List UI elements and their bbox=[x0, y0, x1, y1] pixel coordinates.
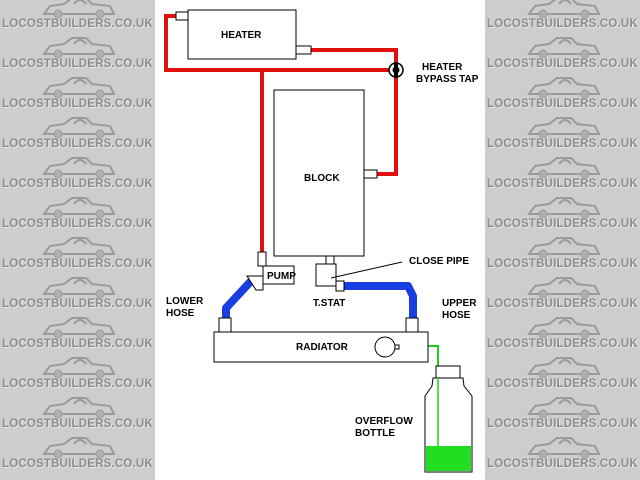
watermark-tile: LOCOSTBUILDERS.CO.UK bbox=[485, 272, 640, 312]
watermark-text: LOCOSTBUILDERS.CO.UK bbox=[487, 98, 638, 110]
close-pipe-label: CLOSE PIPE bbox=[409, 256, 469, 267]
watermark-text: LOCOSTBUILDERS.CO.UK bbox=[2, 178, 153, 190]
watermark-text: LOCOSTBUILDERS.CO.UK bbox=[2, 458, 153, 470]
watermark-car-icon bbox=[40, 74, 118, 99]
watermark-car-icon bbox=[525, 194, 603, 219]
watermark-text: LOCOSTBUILDERS.CO.UK bbox=[2, 58, 153, 70]
watermark-car-icon bbox=[40, 194, 118, 219]
watermark-car-icon bbox=[525, 0, 603, 19]
watermark-car-icon bbox=[525, 154, 603, 179]
watermark-car-icon bbox=[525, 234, 603, 259]
engine-block bbox=[273, 89, 378, 257]
watermark-tile: LOCOSTBUILDERS.CO.UK bbox=[485, 112, 640, 152]
watermark-text: LOCOSTBUILDERS.CO.UK bbox=[487, 138, 638, 150]
watermark-car-icon bbox=[40, 234, 118, 259]
upper-hose-label: UPPER HOSE bbox=[442, 298, 479, 321]
watermark-car-icon bbox=[40, 34, 118, 59]
watermark-text: LOCOSTBUILDERS.CO.UK bbox=[2, 98, 153, 110]
watermark-tile: LOCOSTBUILDERS.CO.UK bbox=[485, 72, 640, 112]
overflow-bottle-label: OVERFLOW BOTTLE bbox=[355, 416, 416, 439]
watermark-text: LOCOSTBUILDERS.CO.UK bbox=[487, 378, 638, 390]
heater-label: HEATER bbox=[221, 30, 262, 41]
watermark-car-icon bbox=[525, 394, 603, 419]
hoses bbox=[222, 277, 417, 318]
watermark-tile: LOCOSTBUILDERS.CO.UK bbox=[485, 32, 640, 72]
watermark-text: LOCOSTBUILDERS.CO.UK bbox=[487, 418, 638, 430]
watermark-car-icon bbox=[40, 434, 118, 459]
watermark-text: LOCOSTBUILDERS.CO.UK bbox=[2, 258, 153, 270]
thermostat bbox=[315, 255, 345, 292]
watermark-tile: LOCOSTBUILDERS.CO.UK bbox=[0, 392, 155, 432]
watermark-tile: LOCOSTBUILDERS.CO.UK bbox=[485, 0, 640, 32]
radiator-label: RADIATOR bbox=[296, 342, 349, 353]
watermark-text: LOCOSTBUILDERS.CO.UK bbox=[2, 138, 153, 150]
watermark-tile: LOCOSTBUILDERS.CO.UK bbox=[485, 192, 640, 232]
watermark-car-icon bbox=[525, 434, 603, 459]
watermark-text: LOCOSTBUILDERS.CO.UK bbox=[2, 418, 153, 430]
watermark-tile: LOCOSTBUILDERS.CO.UK bbox=[0, 152, 155, 192]
watermark-panel-left: LOCOSTBUILDERS.CO.UK LOCOSTBUILDERS.CO.UK… bbox=[0, 0, 155, 480]
lower-hose-pipe bbox=[222, 277, 255, 318]
watermark-tile: LOCOSTBUILDERS.CO.UK bbox=[0, 72, 155, 112]
watermark-car-icon bbox=[40, 0, 118, 19]
watermark-car-icon bbox=[525, 314, 603, 339]
watermark-text: LOCOSTBUILDERS.CO.UK bbox=[487, 338, 638, 350]
watermark-car-icon bbox=[525, 74, 603, 99]
watermark-tile: LOCOSTBUILDERS.CO.UK bbox=[485, 232, 640, 272]
watermark-car-icon bbox=[525, 34, 603, 59]
watermark-text: LOCOSTBUILDERS.CO.UK bbox=[487, 58, 638, 70]
heater-bypass-tap-label: HEATER BYPASS TAP bbox=[416, 62, 479, 85]
watermark-car-icon bbox=[40, 274, 118, 299]
tstat-label: T.STAT bbox=[313, 298, 345, 309]
watermark-text: LOCOSTBUILDERS.CO.UK bbox=[2, 218, 153, 230]
watermark-tile: LOCOSTBUILDERS.CO.UK bbox=[485, 352, 640, 392]
overflow-bottle bbox=[424, 365, 473, 473]
watermark-car-icon bbox=[525, 114, 603, 139]
watermark-tile: LOCOSTBUILDERS.CO.UK bbox=[0, 232, 155, 272]
coolant-level bbox=[426, 446, 471, 471]
watermark-text: LOCOSTBUILDERS.CO.UK bbox=[487, 298, 638, 310]
watermark-tile: LOCOSTBUILDERS.CO.UK bbox=[485, 432, 640, 472]
pump bbox=[246, 251, 295, 291]
watermark-tile: LOCOSTBUILDERS.CO.UK bbox=[0, 432, 155, 472]
watermark-text: LOCOSTBUILDERS.CO.UK bbox=[487, 18, 638, 30]
pump-label: PUMP bbox=[267, 271, 296, 282]
watermark-car-icon bbox=[40, 154, 118, 179]
heater-pipe bbox=[164, 14, 398, 252]
watermark-text: LOCOSTBUILDERS.CO.UK bbox=[487, 178, 638, 190]
block-label: BLOCK bbox=[304, 173, 340, 184]
watermark-text: LOCOSTBUILDERS.CO.UK bbox=[2, 338, 153, 350]
watermark-tile: LOCOSTBUILDERS.CO.UK bbox=[0, 112, 155, 152]
watermark-text: LOCOSTBUILDERS.CO.UK bbox=[487, 258, 638, 270]
watermark-tile: LOCOSTBUILDERS.CO.UK bbox=[485, 392, 640, 432]
watermark-tile: LOCOSTBUILDERS.CO.UK bbox=[0, 192, 155, 232]
watermark-tile: LOCOSTBUILDERS.CO.UK bbox=[485, 152, 640, 192]
watermark-text: LOCOSTBUILDERS.CO.UK bbox=[2, 378, 153, 390]
watermark-car-icon bbox=[40, 394, 118, 419]
watermark-tile: LOCOSTBUILDERS.CO.UK bbox=[0, 312, 155, 352]
watermark-car-icon bbox=[40, 114, 118, 139]
watermark-car-icon bbox=[525, 354, 603, 379]
watermark-car-icon bbox=[40, 354, 118, 379]
radiator bbox=[213, 317, 429, 363]
lower-hose-label: LOWER HOSE bbox=[166, 296, 206, 319]
watermark-text: LOCOSTBUILDERS.CO.UK bbox=[2, 18, 153, 30]
watermark-text: LOCOSTBUILDERS.CO.UK bbox=[2, 298, 153, 310]
watermark-text: LOCOSTBUILDERS.CO.UK bbox=[487, 218, 638, 230]
watermark-panel-right: LOCOSTBUILDERS.CO.UK LOCOSTBUILDERS.CO.UK… bbox=[485, 0, 640, 480]
watermark-tile: LOCOSTBUILDERS.CO.UK bbox=[0, 32, 155, 72]
upper-hose-pipe bbox=[336, 282, 417, 318]
watermark-tile: LOCOSTBUILDERS.CO.UK bbox=[485, 312, 640, 352]
heater-bypass-tap-valve bbox=[388, 62, 404, 78]
watermark-tile: LOCOSTBUILDERS.CO.UK bbox=[0, 352, 155, 392]
watermark-text: LOCOSTBUILDERS.CO.UK bbox=[487, 458, 638, 470]
watermark-tile: LOCOSTBUILDERS.CO.UK bbox=[0, 272, 155, 312]
watermark-car-icon bbox=[40, 314, 118, 339]
watermark-tile: LOCOSTBUILDERS.CO.UK bbox=[0, 0, 155, 32]
heater bbox=[175, 9, 312, 60]
watermark-car-icon bbox=[525, 274, 603, 299]
close-pipe-pointer bbox=[330, 261, 403, 279]
